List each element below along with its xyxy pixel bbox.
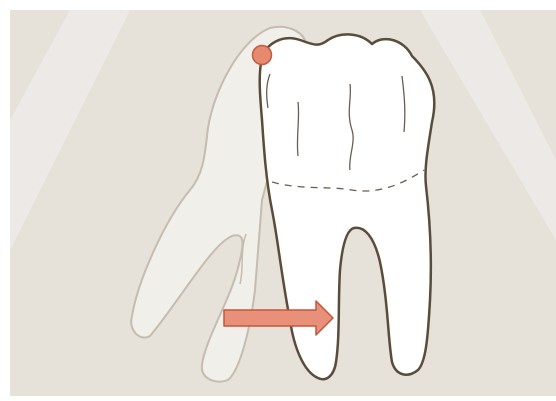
tooth-diagram [10,10,556,396]
circle-marker-icon [253,46,272,65]
illustration-panel [10,10,556,396]
